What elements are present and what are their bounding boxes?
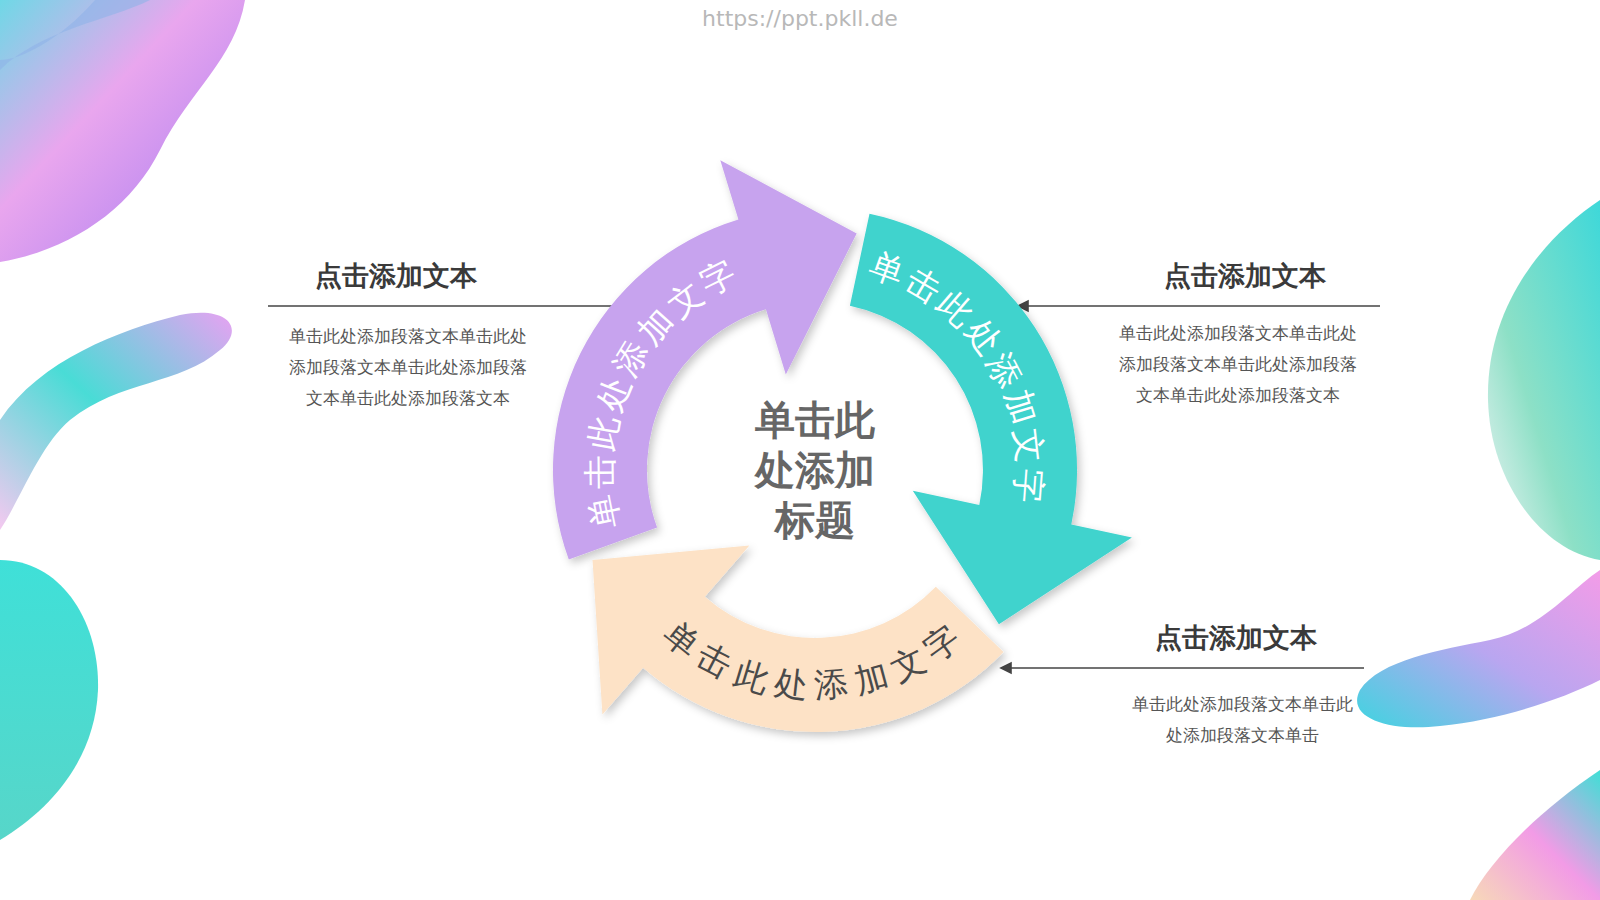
center-title: 单击此处添加标题 <box>752 395 878 545</box>
callout-heading: 点击添加文本 <box>1164 258 1326 294</box>
watermark: https://ppt.pkll.de <box>702 6 898 31</box>
arc-char: 添 <box>813 666 849 702</box>
arc-char: 文 <box>1010 427 1048 465</box>
callout-body: 单击此处添加段落文本单击此处添加段落文本单击 <box>1125 689 1360 751</box>
arc-char: 击 <box>583 455 617 489</box>
callout-body: 单击此处添加段落文本单击此处添加段落文本单击此处添加段落文本单击此处添加段落文本 <box>282 321 534 414</box>
arrow-outline <box>593 546 1004 733</box>
arc-char: 字 <box>1011 468 1047 504</box>
arc-char: 此 <box>584 413 623 452</box>
callout-body: 单击此处添加段落文本单击此处添加段落文本单击此处添加段落文本单击此处添加段落文本 <box>1112 318 1364 411</box>
arrow-outline <box>850 214 1132 625</box>
arc-char: 单 <box>584 492 624 532</box>
arc-char: 处 <box>773 665 811 703</box>
callout-heading: 点击添加文本 <box>1155 620 1317 656</box>
callout-heading: 点击添加文本 <box>315 258 477 294</box>
